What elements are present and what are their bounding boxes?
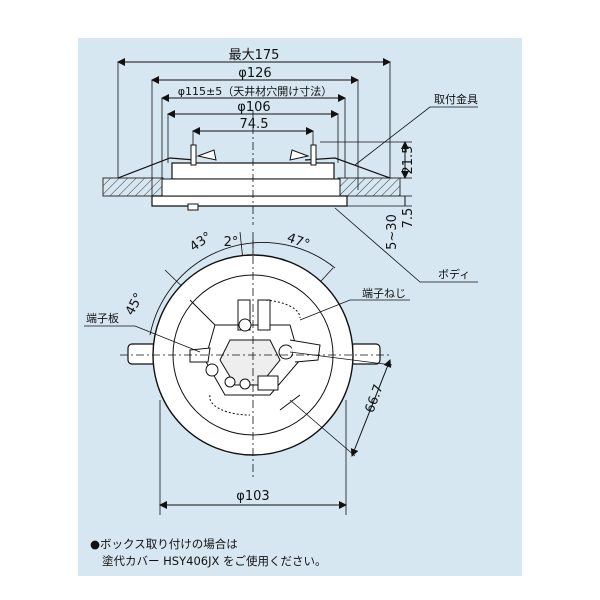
angle-47: 47° <box>285 231 312 253</box>
dim-max175: 最大175 <box>229 48 280 63</box>
note-line-1: ●ボックス取り付けの場合は <box>90 537 238 551</box>
label-terminal-plate: 端子板 <box>86 311 119 325</box>
ceiling-right <box>337 177 401 197</box>
ear-right <box>349 343 381 365</box>
indicator <box>187 203 199 211</box>
angle-43: 43° <box>187 229 214 255</box>
clip-right <box>289 149 310 161</box>
label-terminal-screw: 端子ねじ <box>362 287 406 300</box>
dim-phi106: φ106 <box>237 100 270 115</box>
angle-2: 2° <box>224 235 239 250</box>
dim-phi115: φ115±5（天井材穴開け寸法） <box>178 84 332 98</box>
top-view: 43° 2° 47° 45° <box>84 229 410 515</box>
dim-phi126: φ126 <box>238 66 271 81</box>
angle-arc <box>149 242 336 336</box>
dim-5-30: 5~30 <box>385 214 400 250</box>
angle-45: 45° <box>123 291 147 318</box>
clip-left <box>196 149 217 161</box>
dim-7-5: 7.5 <box>401 208 416 229</box>
screw-left <box>190 144 197 166</box>
body-middle <box>161 178 341 197</box>
terminal-mechanism <box>189 299 321 416</box>
screw-right <box>310 144 317 166</box>
body-lower <box>151 195 348 207</box>
dim-66-7: 66.7 <box>363 383 387 415</box>
label-body: ボディ <box>438 267 470 281</box>
ceiling-left <box>102 177 164 197</box>
note-line-2: 塗代カバー HSY406JX をご使用ください。 <box>102 554 327 568</box>
side-view: 最大175 φ126 φ115±5（天井材穴開け寸法） φ106 74.5 21… <box>102 48 478 283</box>
dim-phi103: φ103 <box>236 489 269 504</box>
dim-21-5: 21.5 <box>401 146 416 175</box>
dim-74-5: 74.5 <box>240 117 269 132</box>
label-mounting-bracket: 取付金具 <box>434 92 478 106</box>
bracket-left <box>117 157 196 179</box>
